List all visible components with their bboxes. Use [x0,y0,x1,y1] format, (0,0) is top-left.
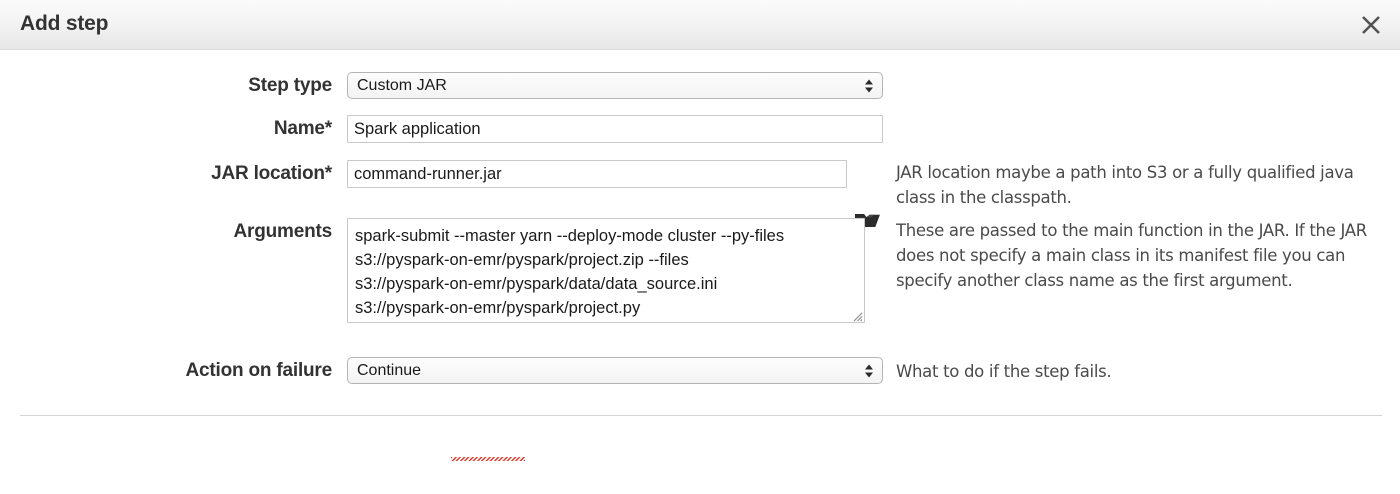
close-icon [1360,14,1382,36]
form-body: Step type Custom JAR Name* JAR location*… [0,50,1400,461]
arguments-textarea[interactable]: spark-submit --master yarn --deploy-mode… [347,218,865,323]
jar-location-input[interactable] [347,160,847,188]
label-jar-location: JAR location* [211,163,332,184]
close-button[interactable] [1354,8,1388,42]
step-type-select[interactable]: Custom JAR [347,72,883,99]
footer-divider [20,415,1382,416]
action-on-failure-select-wrap: Continue [347,357,883,384]
help-jar-location: JAR location maybe a path into S3 or a f… [896,163,1354,207]
dialog-footer: Cancel Add [0,416,1400,494]
label-action-on-failure: Action on failure [185,360,333,381]
page-title: Add step [20,12,109,35]
help-action-on-failure: What to do if the step fails. [896,362,1112,381]
dialog-header: Add step [0,0,1400,50]
label-step-type: Step type [248,75,332,96]
label-arguments: Arguments [233,221,333,242]
help-arguments: These are passed to the main function in… [896,221,1367,290]
action-on-failure-select[interactable]: Continue [347,357,883,384]
name-input[interactable] [347,115,883,143]
label-name: Name* [273,118,332,139]
arguments-textarea-wrap: spark-submit --master yarn --deploy-mode… [347,218,865,461]
step-type-select-wrap: Custom JAR [347,72,883,99]
